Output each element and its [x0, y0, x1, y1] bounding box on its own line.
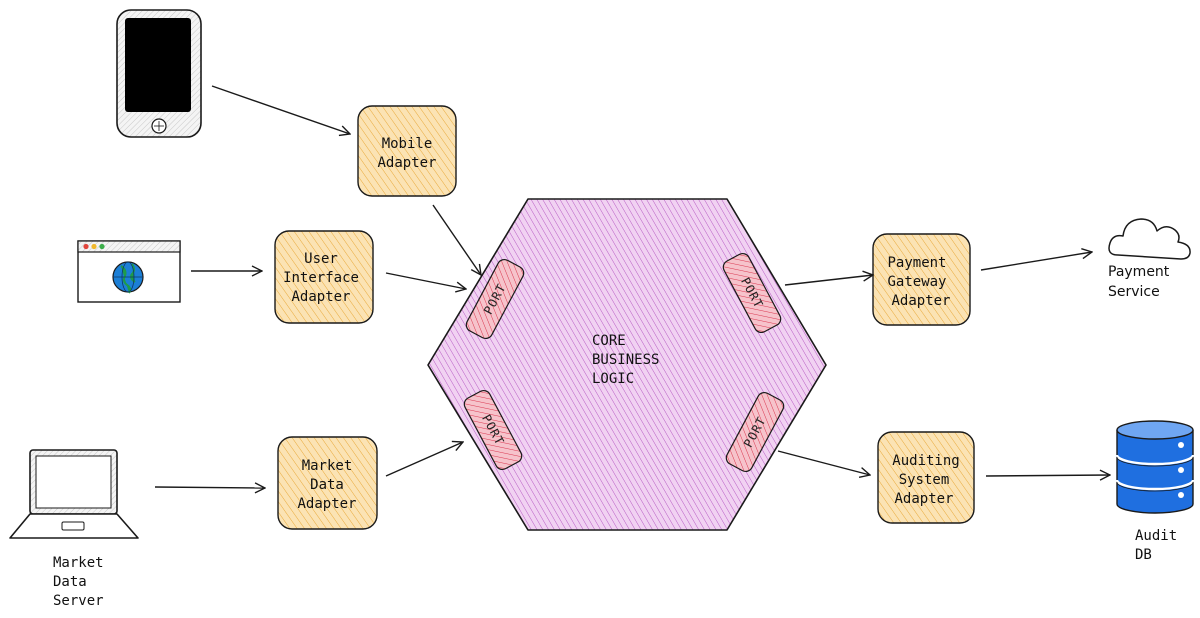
adapter-label-line: Payment	[887, 255, 946, 271]
adapter-label-line: Adapter	[297, 496, 356, 512]
globe-icon	[112, 261, 144, 294]
adapter-label-line: Gateway	[887, 274, 946, 290]
arrow-mobile-adapter-to-core	[432, 204, 481, 275]
arrow-ui-adapter-to-core	[385, 272, 466, 289]
adapter-label-line: Adapter	[891, 293, 950, 309]
market-data-adapter: Market Data Adapter	[277, 436, 378, 530]
adapter-label-line: Auditing	[892, 453, 959, 469]
auditing-system-adapter: Auditing System Adapter	[877, 431, 975, 524]
mobile-adapter: Mobile Adapter	[357, 105, 457, 197]
external-label-line: Audit	[1135, 528, 1177, 544]
payment-service-label: Payment Service	[1108, 264, 1170, 300]
laptop-icon	[9, 449, 139, 539]
port-top-right: PORT	[722, 252, 782, 334]
external-label-line: DB	[1135, 547, 1152, 563]
arrow-market-adapter-to-core	[385, 442, 463, 477]
adapter-label-line: Data	[310, 477, 344, 493]
port-bottom-left: PORT	[463, 389, 523, 471]
core-label-line-1: CORE	[592, 333, 626, 349]
adapter-label-line: User	[304, 251, 338, 267]
arrow-auditing-adapter-to-db	[985, 475, 1110, 476]
user-interface-adapter: User Interface Adapter	[274, 230, 374, 324]
adapter-label-line: Mobile	[382, 136, 433, 152]
port-top-left: PORT	[465, 258, 525, 340]
adapter-label-line: Adapter	[377, 155, 436, 171]
arrow-payment-adapter-to-service	[980, 252, 1092, 271]
audit-db-label: Audit DB	[1135, 528, 1177, 563]
arrow-laptop-to-market-adapter	[154, 487, 265, 488]
adapter-label-line: Adapter	[894, 491, 953, 507]
connections	[154, 85, 1110, 488]
external-label-line: Data	[53, 574, 87, 590]
payment-gateway-adapter: Payment Gateway Adapter	[872, 233, 971, 326]
external-label-line: Service	[1108, 284, 1160, 300]
smartphone-icon	[116, 9, 202, 138]
core-hexagon: CORE BUSINESS LOGIC	[427, 198, 827, 531]
core-label-line-2: BUSINESS	[592, 352, 659, 368]
external-label-line: Payment	[1108, 264, 1170, 280]
adapter-label-line: System	[899, 472, 950, 488]
port-bottom-right: PORT	[725, 391, 785, 473]
cloud-icon	[1108, 218, 1191, 260]
market-data-server-label: Market Data Server	[53, 555, 104, 609]
adapter-label-line: Adapter	[291, 289, 350, 305]
arrow-core-to-auditing-adapter	[777, 450, 870, 475]
external-label-line: Server	[53, 593, 104, 609]
browser-window-icon	[77, 240, 181, 303]
core-label-line-3: LOGIC	[592, 371, 634, 387]
external-label-line: Market	[53, 555, 104, 571]
adapter-label-line: Market	[302, 458, 353, 474]
database-icon	[1115, 420, 1195, 514]
arrow-phone-to-mobile-adapter	[211, 85, 350, 134]
adapter-label-line: Interface	[283, 270, 359, 286]
arrow-core-to-payment-adapter	[784, 275, 873, 286]
